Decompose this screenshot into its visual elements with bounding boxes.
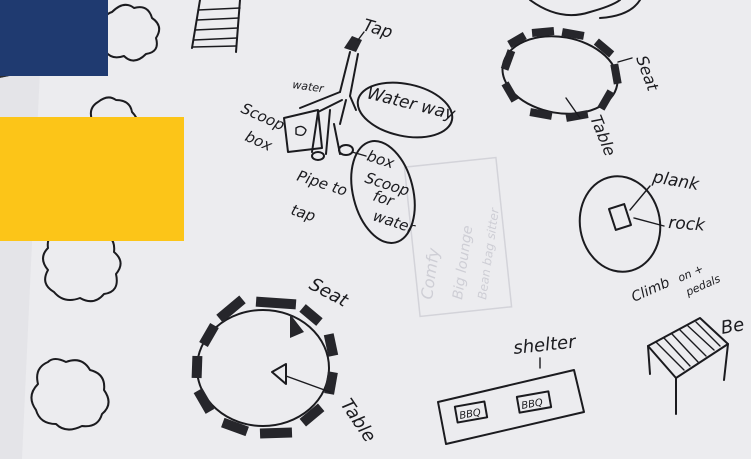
svg-text:Be: Be [719, 314, 746, 339]
svg-text:rock: rock [668, 213, 707, 236]
yellow-color-block [0, 117, 184, 241]
navy-color-block [0, 0, 108, 76]
